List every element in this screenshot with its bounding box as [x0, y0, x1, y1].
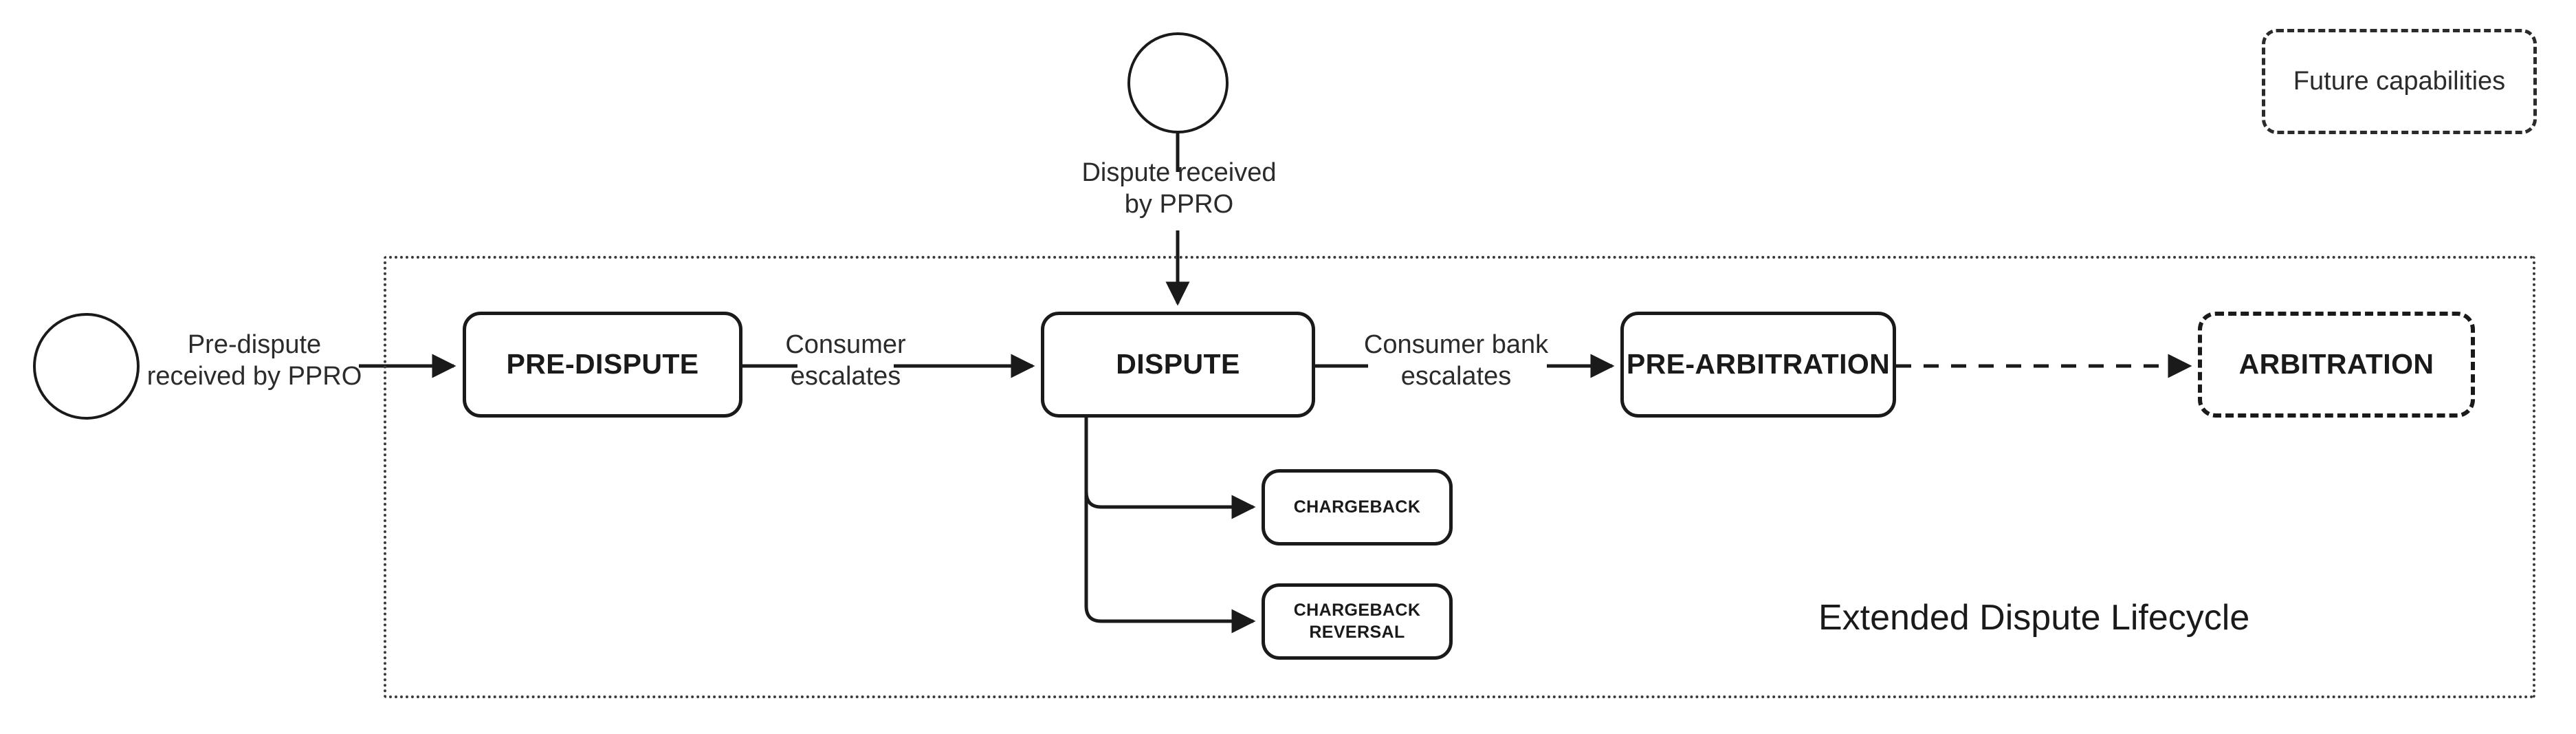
- legend-future-capabilities-label: Future capabilities: [2293, 67, 2506, 96]
- node-chargeback[interactable]: CHARGEBACK: [1262, 469, 1453, 546]
- extended-dispute-lifecycle-group: [384, 256, 2535, 698]
- legend-future-capabilities: Future capabilities: [2262, 29, 2537, 134]
- node-chargeback-reversal[interactable]: CHARGEBACK REVERSAL: [1262, 583, 1453, 660]
- start-event-pre-dispute-circle: [33, 313, 140, 420]
- edge-label-consumer-escalates: Consumer escalates: [785, 330, 906, 391]
- edge-label-consumer-bank-escalates: Consumer bank escalates: [1363, 330, 1549, 391]
- node-pre-arbitration[interactable]: PRE-ARBITRATION: [1620, 312, 1896, 418]
- group-title-extended-dispute-lifecycle: Extended Dispute Lifecycle: [1818, 598, 2250, 638]
- node-pre-dispute[interactable]: PRE-DISPUTE: [463, 312, 742, 418]
- start-event-dispute-circle: [1127, 32, 1229, 133]
- start-event-dispute-label: Dispute received by PPRO: [1081, 158, 1277, 219]
- node-dispute[interactable]: DISPUTE: [1041, 312, 1315, 418]
- node-arbitration[interactable]: ARBITRATION: [2198, 312, 2475, 418]
- edge-dispute-to-chargeback-reversal: [1084, 418, 1256, 634]
- start-event-pre-dispute-label: Pre-dispute received by PPRO: [146, 330, 362, 391]
